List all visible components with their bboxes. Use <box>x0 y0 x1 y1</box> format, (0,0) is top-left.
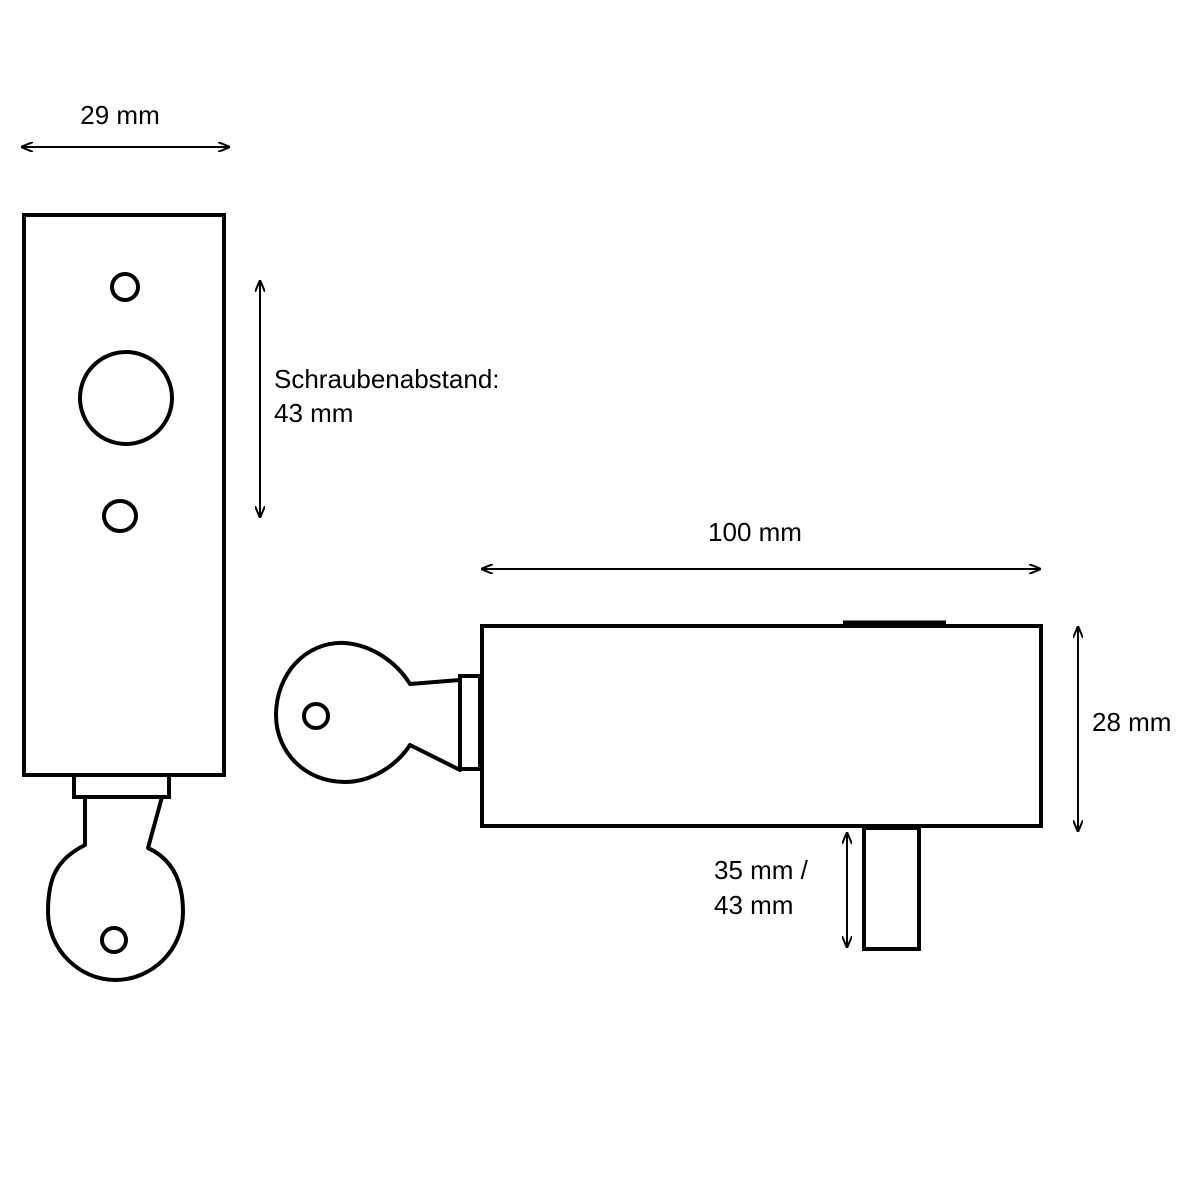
front-body <box>22 213 226 777</box>
bolt <box>862 826 921 951</box>
screw-spacing-label-line2: 43 mm <box>274 398 353 428</box>
lower-screw-hole <box>102 499 138 533</box>
screw-spacing-label-line1: Schraubenabstand: <box>274 364 500 394</box>
side-view: 100 mm 28 mm 35 mm / 43 mm <box>274 517 1171 951</box>
side-key <box>274 640 462 784</box>
side-length-label: 100 mm <box>708 517 802 547</box>
front-key <box>46 795 185 982</box>
upper-screw-hole <box>110 272 140 302</box>
side-key-collar <box>458 674 482 771</box>
side-key-hole <box>302 702 330 730</box>
side-height-label: 28 mm <box>1092 707 1171 737</box>
side-body <box>480 624 1043 828</box>
front-width-label: 29 mm <box>80 100 159 130</box>
front-view: 29 mm Schraubenabstand: 43 mm <box>22 100 500 982</box>
front-key-hole <box>100 926 128 954</box>
lock-cylinder <box>78 350 174 446</box>
bolt-length-label-line2: 43 mm <box>714 890 793 920</box>
bolt-length-label-line1: 35 mm / <box>714 855 809 885</box>
front-key-collar <box>72 773 171 799</box>
